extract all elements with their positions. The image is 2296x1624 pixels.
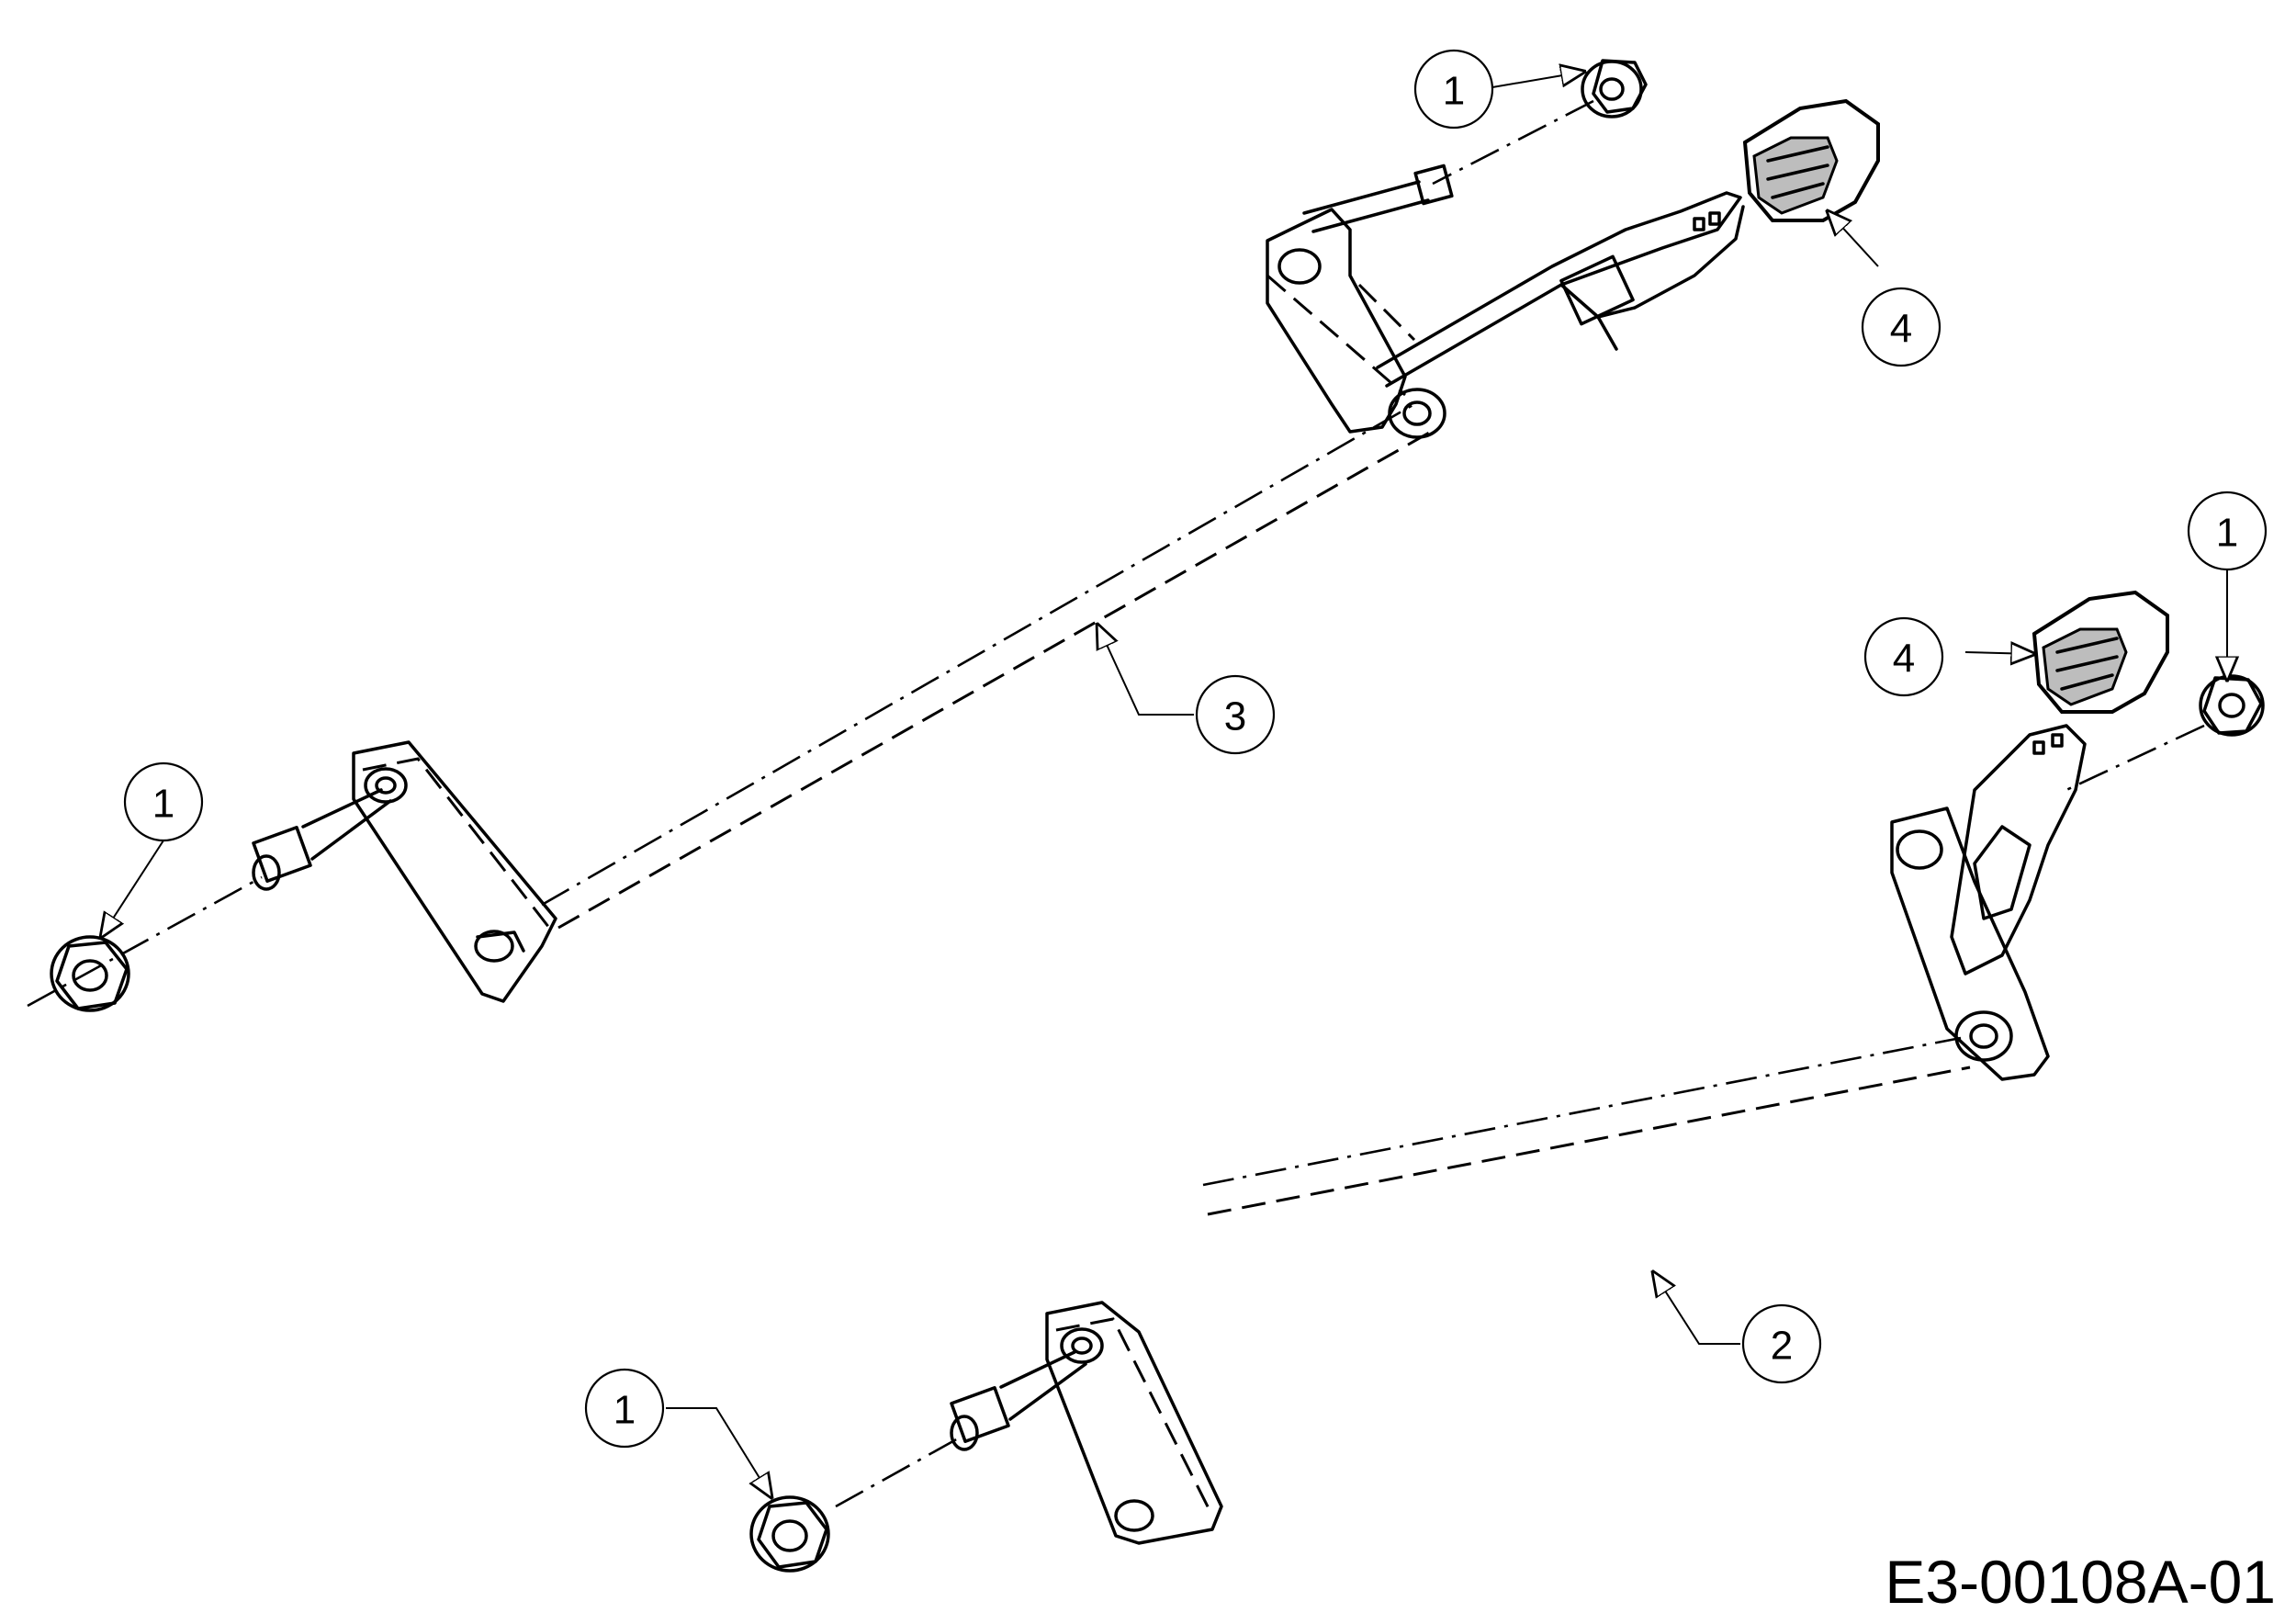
nut-left [50, 935, 130, 1012]
grip-lower [2032, 590, 2169, 714]
nut-right [2199, 674, 2265, 737]
nut-lower-center [749, 1495, 830, 1573]
callout-1-bottom: 1 [584, 1368, 665, 1449]
nut-upper-right [1581, 59, 1648, 118]
callout-2: 2 [1741, 1303, 1822, 1384]
svg-text:1: 1 [2216, 511, 2238, 556]
callout-1-left: 1 [123, 761, 204, 842]
grip-upper [1742, 98, 1880, 222]
svg-text:1: 1 [613, 1388, 636, 1433]
upper-axle-assembly [252, 164, 1745, 1003]
callout-4-top: 4 [1861, 287, 1941, 367]
drawing-code: E3-00108A-01 [1885, 1548, 2276, 1616]
callout-4-lower: 4 [1863, 616, 1944, 697]
svg-text:1: 1 [1443, 69, 1465, 114]
svg-text:4: 4 [1893, 637, 1915, 682]
svg-text:1: 1 [152, 782, 174, 827]
callout-3: 3 [1195, 674, 1276, 755]
svg-text:3: 3 [1224, 694, 1246, 739]
callout-1-right: 1 [2187, 491, 2268, 571]
leader-lines [101, 72, 2227, 1497]
callout-1-top: 1 [1413, 49, 1494, 130]
lower-axle-assembly [950, 724, 2087, 1545]
svg-text:2: 2 [1771, 1324, 1793, 1369]
svg-text:4: 4 [1890, 307, 1912, 352]
